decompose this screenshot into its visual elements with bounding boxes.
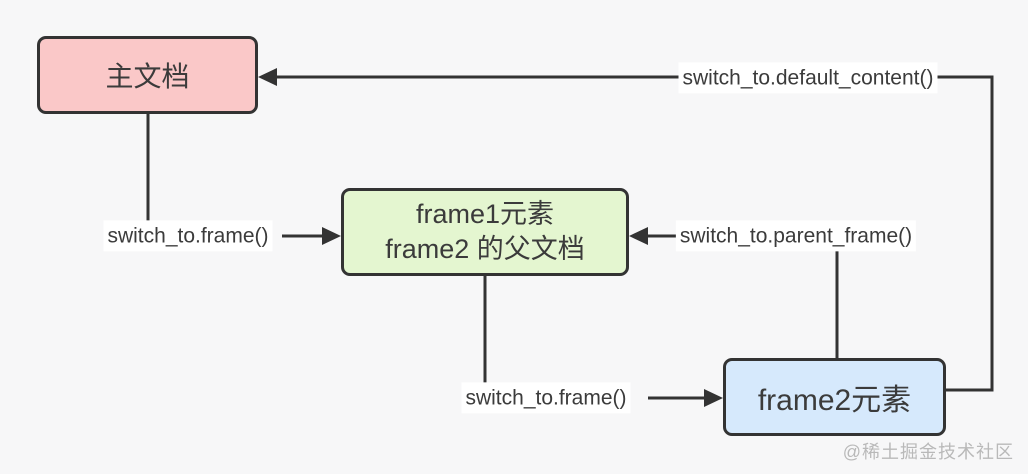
- edge-label-frame-into-frame1: switch_to.frame(): [103, 220, 273, 252]
- edge-label-default-content: switch_to.default_content(): [678, 62, 938, 94]
- edge-label-frame-into-frame2: switch_to.frame(): [461, 382, 631, 414]
- node-frame2-element: frame2元素: [723, 358, 946, 436]
- edge-default-content: [258, 68, 994, 392]
- node-frame2-label: frame2元素: [757, 384, 912, 417]
- arrowhead-left-icon: [629, 227, 648, 245]
- arrowhead-left-icon: [258, 68, 277, 86]
- node-frame1-element: frame1元素 frame2 的父文档: [341, 188, 629, 276]
- arrowhead-right-icon: [322, 227, 341, 245]
- node-frame1-label-line2: frame2 的父文档: [385, 234, 585, 264]
- edge-frame-into-frame1: [146, 114, 341, 245]
- node-main-document: 主文档: [37, 36, 258, 114]
- node-main-document-label: 主文档: [105, 61, 190, 92]
- edge-label-parent-frame: switch_to.parent_frame(): [675, 220, 917, 252]
- node-frame1-label-line1: frame1元素: [415, 198, 555, 229]
- arrowhead-right-icon: [704, 389, 723, 407]
- watermark: @稀土掘金技术社区: [842, 442, 1014, 462]
- edge-frame-into-frame2: [483, 276, 723, 407]
